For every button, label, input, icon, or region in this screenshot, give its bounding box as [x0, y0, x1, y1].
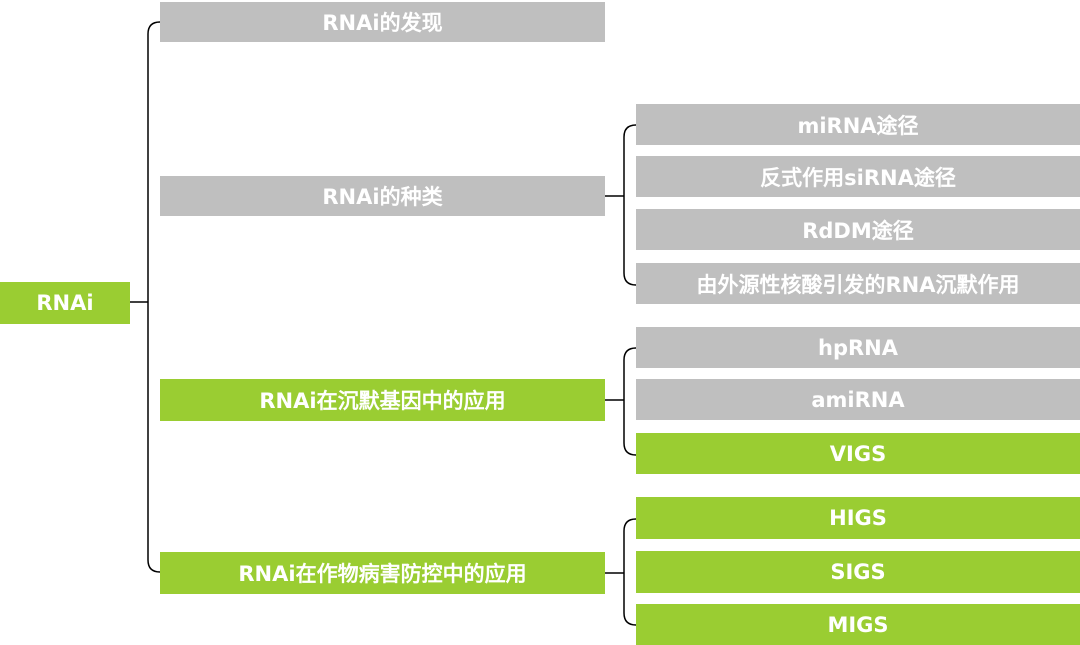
leaf-sigs: SIGS: [636, 551, 1080, 593]
leaf-vigs: VIGS: [636, 433, 1080, 474]
branch-gene-silencing: RNAi在沉默基因中的应用: [160, 379, 605, 421]
leaf-mirna-pathway: miRNA途径: [636, 104, 1080, 145]
leaf-tasirna-pathway: 反式作用siRNA途径: [636, 156, 1080, 197]
branch-types: RNAi的种类: [160, 176, 605, 216]
bracket-silencing: [623, 347, 637, 456]
root-node: RNAi: [0, 282, 130, 324]
leaf-rddm-pathway: RdDM途径: [636, 209, 1080, 250]
branch-disease-control: RNAi在作物病害防控中的应用: [160, 552, 605, 594]
bracket-control: [623, 518, 637, 626]
leaf-amirna: amiRNA: [636, 379, 1080, 420]
branch-discovery: RNAi的发现: [160, 2, 605, 42]
leaf-hprna: hpRNA: [636, 327, 1080, 368]
main-bracket: [147, 21, 161, 573]
leaf-migs: MIGS: [636, 604, 1080, 645]
leaf-higs: HIGS: [636, 497, 1080, 539]
leaf-exogenous-silencing: 由外源性核酸引发的RNA沉默作用: [636, 263, 1080, 304]
bracket-types: [623, 124, 637, 286]
